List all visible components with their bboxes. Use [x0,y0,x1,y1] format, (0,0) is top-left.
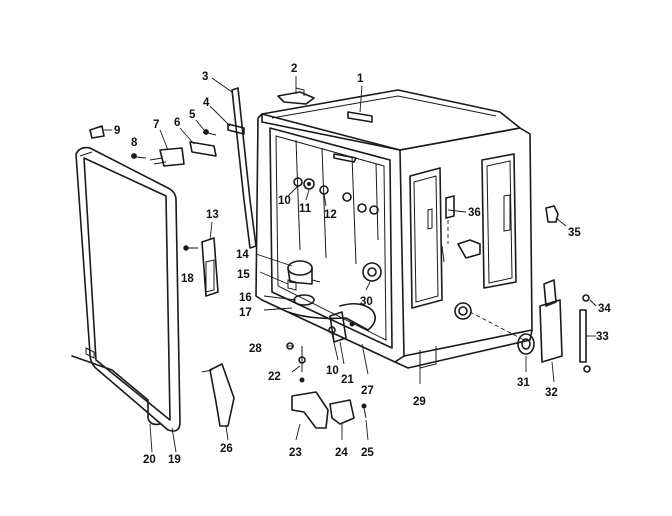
callout-10a: 10 [278,195,291,207]
callout-6: 6 [174,117,180,129]
callout-14: 14 [236,249,249,261]
callout-19: 19 [168,454,181,466]
loose-parts [89,87,591,429]
tub-assembly [255,89,533,369]
door-gasket-frame [71,146,181,432]
callout-22: 22 [268,371,281,383]
callout-7: 7 [153,119,159,131]
callout-17: 17 [239,307,252,319]
leader-lines [104,76,597,453]
callout-33: 33 [596,331,609,343]
callout-34: 34 [598,303,611,315]
callout-31: 31 [517,377,530,389]
callout-3: 3 [202,71,208,83]
callout-32: 32 [545,387,558,399]
callout-27: 27 [361,385,374,397]
callout-23: 23 [289,447,302,459]
callout-8: 8 [131,137,138,149]
callout-36: 36 [468,207,481,219]
callout-15: 15 [237,269,250,281]
callout-21: 21 [341,374,354,386]
callout-11: 11 [299,203,312,215]
callout-20: 20 [143,454,156,466]
callout-24: 24 [335,447,348,459]
callout-2: 2 [291,63,297,75]
callout-12: 12 [324,209,337,221]
callout-1: 1 [357,73,364,85]
callout-16: 16 [239,292,252,304]
callout-28: 28 [249,343,262,355]
callout-4: 4 [203,97,210,109]
callout-9: 9 [114,125,120,137]
callout-labels: 1 2 3 4 5 6 7 8 9 10 11 12 13 14 15 16 1… [114,63,611,466]
callout-10b: 10 [326,365,339,377]
callout-25: 25 [361,447,374,459]
callout-5: 5 [189,109,196,121]
callout-30: 30 [360,296,373,308]
callout-26: 26 [220,443,233,455]
callout-18: 18 [181,273,194,285]
callout-13: 13 [206,209,219,221]
callout-35: 35 [568,227,581,239]
callout-29: 29 [413,396,426,408]
